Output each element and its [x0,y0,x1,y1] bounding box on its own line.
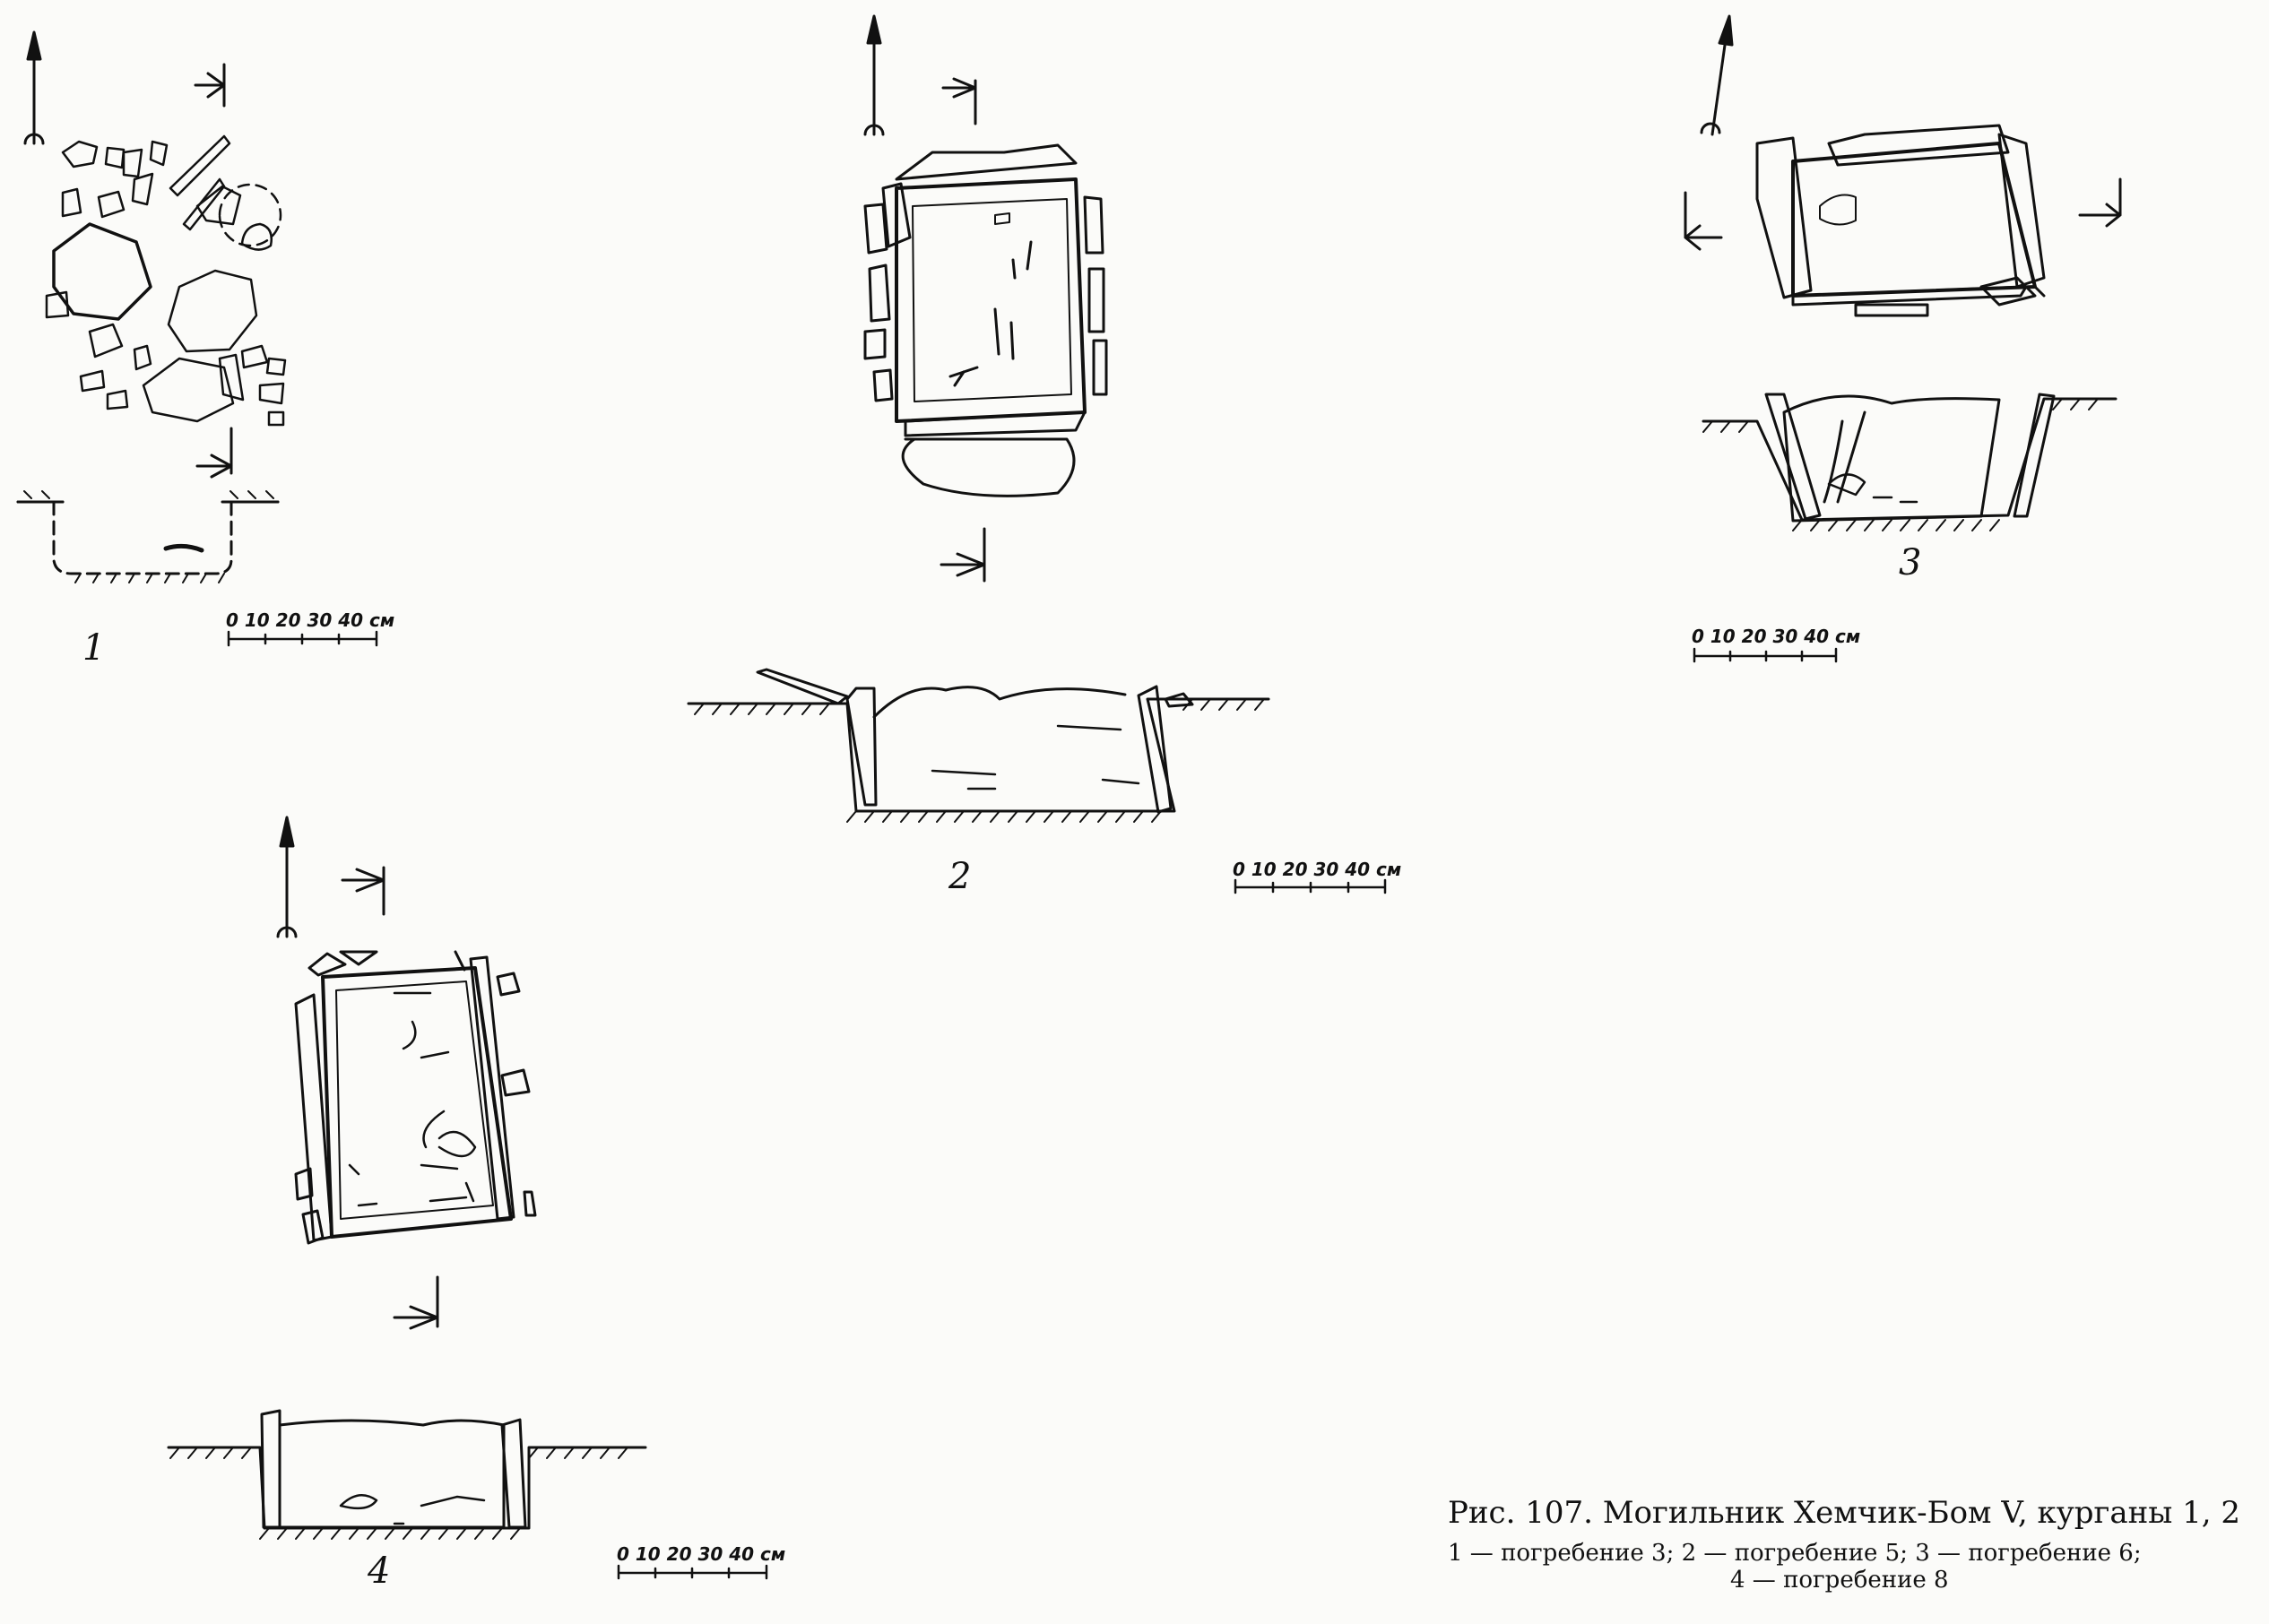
section-mark-3a [1684,191,1723,251]
section-mark-1b [195,427,233,479]
section-mark-4a [341,866,385,916]
caption-legend: 1 — погребение 3; 2 — погребение 5; 3 — … [1448,1540,2255,1594]
north-arrow-3 [1700,14,1734,136]
stone-cluster-1 [45,134,287,427]
section-mark-2b [940,527,986,583]
figure-caption: Рис. 107. Могильник Хемчик-Бом V, курган… [1448,1495,2255,1594]
cist-4 [294,950,537,1245]
section-mark-1a [194,63,226,108]
plan-label-2: 2 [948,856,972,897]
cist-3 [1755,124,2046,317]
section-mark-2a [941,77,977,125]
plan-label-1: 1 [82,627,106,669]
plan-2 [687,14,1270,823]
section-1 [16,490,280,583]
plan-3 [1684,14,2122,531]
caption-legend-line1: 1 — погребение 3; 2 — погребение 5; 3 — … [1448,1540,2142,1567]
plan-label-4: 4 [368,1551,391,1592]
scale-bars [227,630,1838,1580]
section-2 [687,668,1270,823]
caption-title: Рис. 107. Могильник Хемчик-Бом V, курган… [1448,1495,2241,1531]
plan-4 [167,816,647,1540]
scale-ticks-3: 0 10 20 30 40 см [1692,626,1861,647]
north-arrow-1 [23,30,45,145]
section-4 [167,1409,647,1540]
section-mark-4b [393,1275,439,1330]
scale-ticks-2: 0 10 20 30 40 см [1233,859,1402,880]
north-arrow-2 [863,14,885,136]
section-3 [1702,393,2117,531]
cist-2 [863,143,1108,497]
scale-ticks-1: 0 10 20 30 40 см [226,609,395,631]
plan-1 [16,30,287,583]
plan-label-3: 3 [1899,542,1922,583]
section-mark-3b [2078,177,2122,228]
caption-legend-line2: 4 — погребение 8 [1730,1567,1949,1594]
north-arrow-4 [276,816,298,938]
scale-ticks-4: 0 10 20 30 40 см [617,1543,786,1565]
